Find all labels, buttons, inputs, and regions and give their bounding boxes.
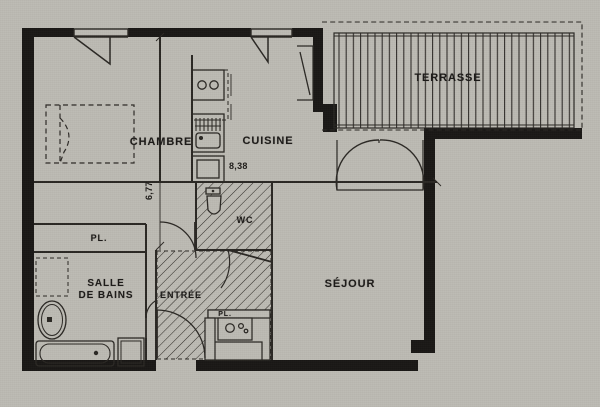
room-label-chambre: CHAMBRE	[129, 136, 193, 148]
room-label-salle-de-bains: SALLE DE BAINS	[78, 278, 134, 301]
windows	[73, 28, 314, 101]
bed-outline	[45, 104, 135, 164]
dimension-lines	[34, 32, 442, 251]
terrasse-area	[322, 21, 583, 131]
room-label-placard-entree: PL.	[218, 311, 232, 318]
doors	[145, 136, 425, 359]
room-label-terrasse: TERRASSE	[414, 72, 482, 84]
dimension-largeur: 8,38	[229, 161, 248, 171]
entry-closet-fixtures	[204, 309, 271, 361]
room-label-sejour: SÉJOUR	[324, 278, 376, 290]
room-label-cuisine: CUISINE	[242, 135, 294, 147]
room-label-placard-bain: PL.	[90, 233, 108, 243]
dimension-hauteur: 6,77	[144, 181, 154, 200]
toilet-icon	[205, 187, 222, 215]
kitchen-fixtures	[191, 69, 232, 183]
bathroom-fixtures	[35, 257, 145, 367]
room-label-entree: ENTRÉE	[160, 290, 202, 300]
room-label-wc: WC	[236, 215, 254, 225]
